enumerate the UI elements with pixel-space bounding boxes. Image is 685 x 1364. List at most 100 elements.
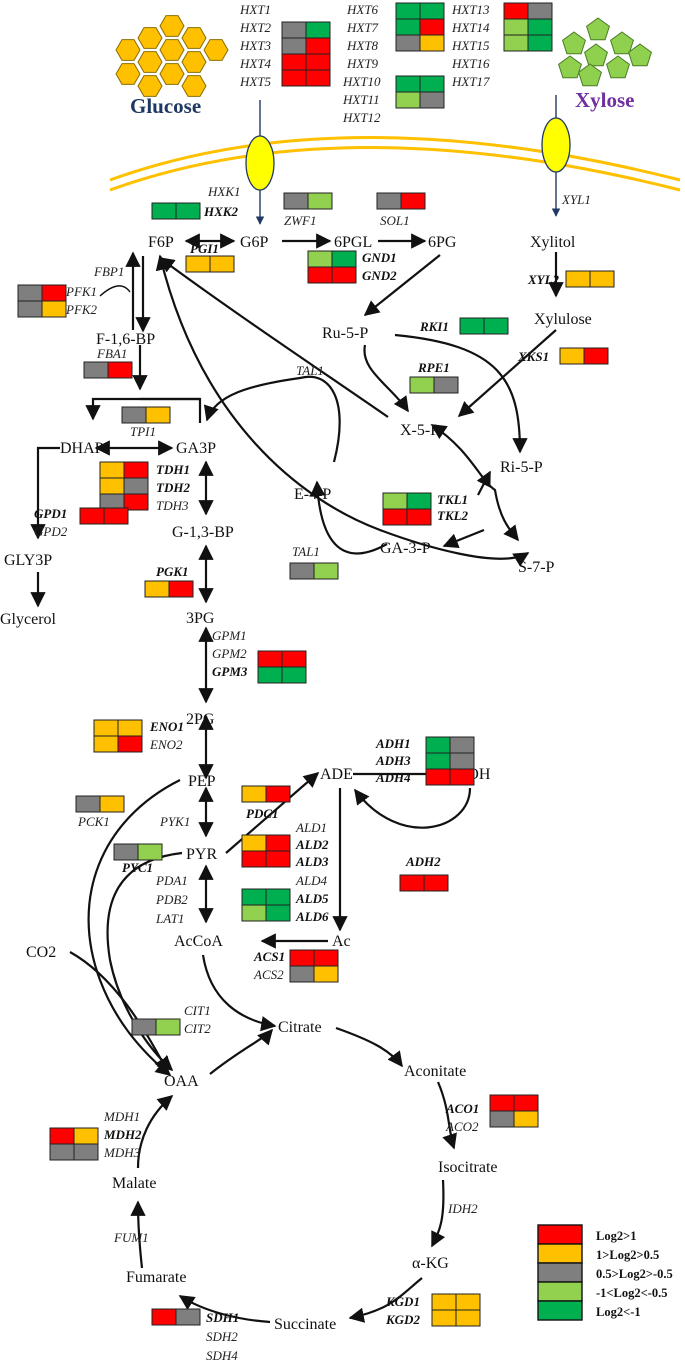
gene-cit2: CIT2 bbox=[184, 1021, 211, 1036]
metabolite-accoa: AcCoA bbox=[174, 933, 223, 950]
heatmap-cell bbox=[459, 317, 485, 335]
metabolite-acetate: Ac bbox=[332, 933, 351, 950]
heatmap-cell bbox=[483, 317, 509, 335]
heatmap-cell bbox=[449, 736, 475, 754]
heatmap-cell bbox=[257, 650, 283, 668]
gene-gpm2: GPM2 bbox=[212, 646, 247, 661]
heatmap-cell bbox=[419, 2, 445, 20]
heatmap-cell bbox=[144, 580, 170, 598]
heatmap-tdh bbox=[99, 461, 149, 511]
heatmap-cell bbox=[382, 508, 408, 526]
gene-hxt1: HXT1 bbox=[239, 2, 271, 17]
heatmap-cell bbox=[419, 34, 445, 52]
xylose-pentagon-icon bbox=[578, 63, 602, 87]
hxt-genes-column-1: HXT1 HXT2 HXT3 HXT4 HXT5 bbox=[239, 2, 272, 89]
heatmap-cell bbox=[79, 507, 105, 525]
gene-eno2: ENO2 bbox=[149, 737, 183, 752]
heatmap-cell bbox=[313, 949, 339, 967]
gene-hxt16: HXT16 bbox=[451, 56, 490, 71]
gene-sol1: SOL1 bbox=[380, 213, 410, 228]
heatmap-cit bbox=[131, 1018, 181, 1036]
legend-swatch-0-5-to-minus-0-5 bbox=[537, 1262, 583, 1283]
heatmap-cell bbox=[17, 284, 43, 302]
metabolite-akg: α-KG bbox=[412, 1255, 449, 1272]
glucose-hexagon-icon bbox=[159, 39, 185, 61]
glucose-hexagon-icon bbox=[203, 39, 229, 61]
metabolite-ru5p: Ru-5-P bbox=[322, 325, 368, 342]
gene-hxt11: HXT11 bbox=[342, 92, 380, 107]
heatmap-cell bbox=[257, 666, 283, 684]
metabolite-x5p: X-5-P bbox=[400, 422, 439, 439]
heatmap-pgk1 bbox=[144, 580, 194, 598]
hxt-genes-column-3: HXT13 HXT14 HXT15 HXT16 HXT17 bbox=[451, 2, 490, 89]
heatmap-cell bbox=[241, 888, 267, 906]
color-legend: Log2>1 1>Log2>0.5 0.5>Log2>-0.5 -1<Log2<… bbox=[537, 1224, 673, 1321]
heatmap-sdh bbox=[151, 1308, 201, 1326]
heatmap-cell bbox=[145, 406, 171, 424]
gene-sdh2: SDH2 bbox=[206, 1329, 238, 1344]
gene-adh1: ADH1 bbox=[375, 736, 411, 751]
heatmap-cell bbox=[117, 735, 143, 753]
xylose-label: Xylose bbox=[575, 88, 635, 112]
heatmap-cell bbox=[331, 250, 357, 268]
heatmap-cell bbox=[395, 18, 421, 36]
heatmap-cell bbox=[305, 69, 331, 87]
metabolite-pyr: PYR bbox=[186, 846, 217, 863]
legend-label-lt-minus-1: Log2<-1 bbox=[596, 1305, 641, 1319]
gene-hxt4: HXT4 bbox=[239, 56, 272, 71]
gene-pck1: PCK1 bbox=[77, 814, 110, 829]
glucose-molecules-icon bbox=[115, 15, 229, 97]
gene-adh4: ADH4 bbox=[375, 770, 411, 785]
metabolite-gly3p: GLY3P bbox=[4, 552, 52, 569]
xylose-pentagon-icon bbox=[628, 43, 652, 67]
gene-adh3: ADH3 bbox=[375, 753, 411, 768]
heatmap-cell bbox=[565, 270, 591, 288]
metabolite-pep: PEP bbox=[188, 773, 216, 790]
heatmap-ald-top bbox=[241, 834, 291, 868]
gene-pfk2: PFK2 bbox=[65, 302, 98, 317]
xylose-pentagon-icon bbox=[586, 17, 610, 41]
heatmap-cell bbox=[83, 361, 109, 379]
heatmap-cell bbox=[289, 562, 315, 580]
gene-adh2: ADH2 bbox=[405, 854, 441, 869]
heatmap-cell bbox=[107, 361, 133, 379]
heatmap-cell bbox=[527, 18, 553, 36]
gene-kgd2: KGD2 bbox=[385, 1312, 420, 1327]
gene-tdh1: TDH1 bbox=[156, 462, 190, 477]
heatmap-cell bbox=[99, 461, 125, 479]
heatmap-cell bbox=[305, 37, 331, 55]
heatmap-cell bbox=[527, 2, 553, 20]
gene-labels: HXK1 HXK2 ZWF1 SOL1 PGI1 GND1 GND2 XYL1 … bbox=[34, 184, 591, 1363]
gene-tpi1: TPI1 bbox=[130, 424, 156, 439]
gene-hxt15: HXT15 bbox=[451, 38, 490, 53]
glucose-hexagon-icon bbox=[137, 51, 163, 73]
glucose-hexagon-icon bbox=[137, 75, 163, 97]
heatmap-cell bbox=[406, 508, 432, 526]
heatmap-cell bbox=[185, 255, 211, 273]
gene-hxt14: HXT14 bbox=[451, 20, 490, 35]
glucose-hexagon-icon bbox=[181, 75, 207, 97]
glucose-hexagon-icon bbox=[159, 63, 185, 85]
heatmap-hxt10-11 bbox=[395, 75, 445, 109]
heatmap-tal1 bbox=[289, 562, 339, 580]
heatmap-cell bbox=[151, 1308, 177, 1326]
heatmap-cell bbox=[513, 1094, 539, 1112]
heatmap-adh2 bbox=[399, 874, 449, 892]
heatmap-cell bbox=[241, 850, 267, 868]
heatmap-tpi1 bbox=[121, 406, 171, 424]
gene-hxt9: HXT9 bbox=[346, 56, 379, 71]
metabolite-f6p: F6P bbox=[148, 234, 174, 251]
metabolite-glycerol: Glycerol bbox=[0, 611, 57, 628]
heatmap-xks1 bbox=[559, 347, 609, 365]
heatmap-sol1 bbox=[376, 192, 426, 210]
heatmap-cell bbox=[151, 202, 177, 220]
heatmap-aco bbox=[489, 1094, 539, 1128]
metabolite-g6p: G6P bbox=[240, 234, 269, 251]
heatmap-cell bbox=[281, 53, 307, 71]
heatmap-pyc1 bbox=[113, 843, 163, 861]
heatmap-cell bbox=[503, 34, 529, 52]
gene-sdh4: SDH4 bbox=[206, 1348, 238, 1363]
heatmap-hxk bbox=[151, 202, 201, 220]
heatmap-cell bbox=[382, 492, 408, 510]
metabolite-ga3p-ppp: GA-3-P bbox=[380, 540, 431, 557]
